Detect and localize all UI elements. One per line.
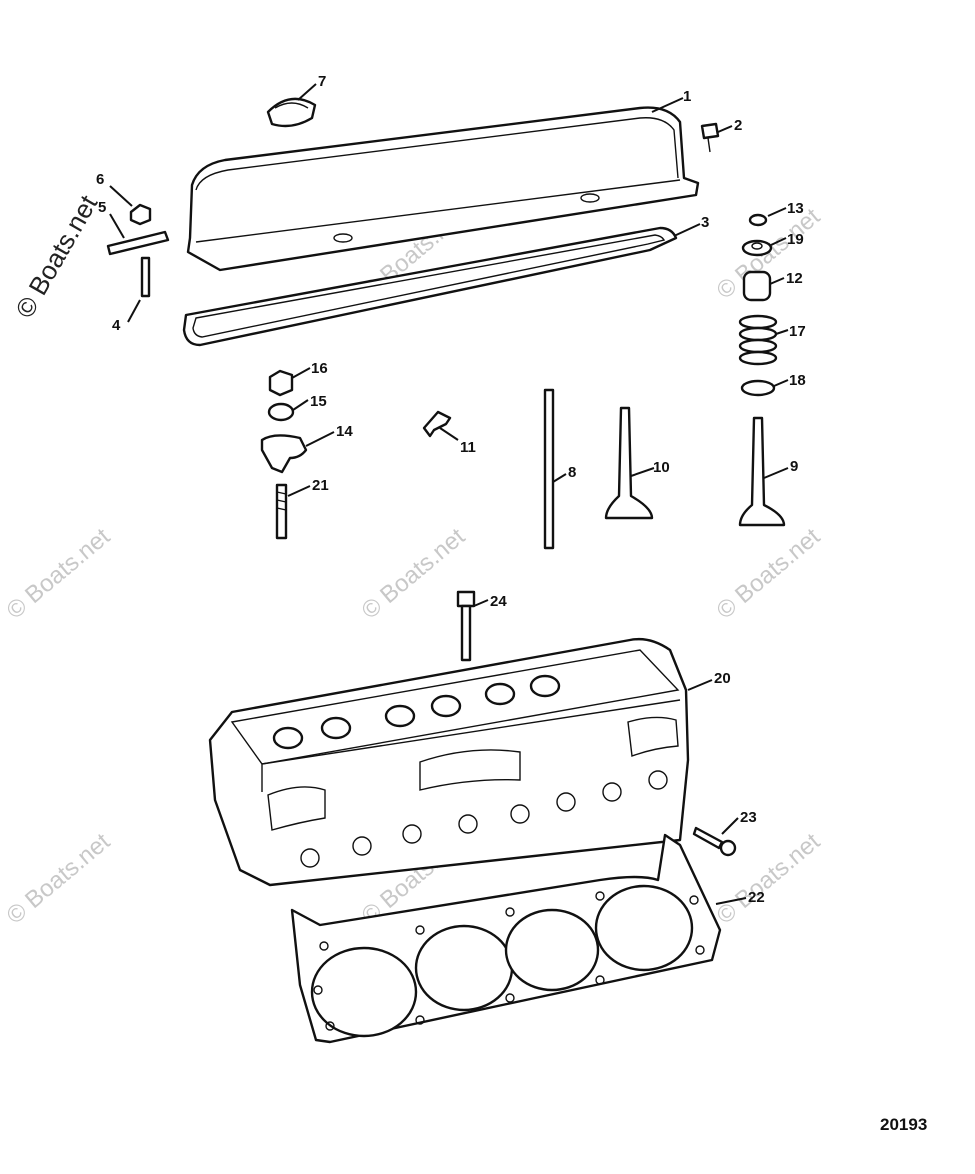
callout-20: 20 [714,670,731,687]
callout-22: 22 [748,889,765,906]
callout-2: 2 [734,117,742,134]
callout-15: 15 [310,393,327,410]
leader-21 [287,485,311,497]
leader-9 [763,467,789,479]
callout-9: 9 [790,458,798,475]
part-7-oil-filler-cap [266,97,317,128]
leader-3 [673,223,701,237]
leader-11 [439,427,459,441]
watermark-side: © Boats.net [9,189,103,323]
leader-1 [651,97,684,113]
callout-23: 23 [740,809,757,826]
watermark-tile: © Boats.net [712,523,826,625]
part-3-valve-cover-gasket [182,226,678,347]
leader-17 [775,329,789,335]
callout-4: 4 [112,317,121,334]
leader-19 [770,237,787,246]
callout-21: 21 [312,477,329,494]
part-22-head-gasket [290,833,722,1044]
part-21-rocker-stud [275,483,288,540]
part-16-rocker-nut [268,369,294,397]
leader-8 [552,473,567,483]
part-11-pushrod-guide [422,410,452,438]
part-8-pushrod [543,388,555,550]
leader-14 [305,431,335,447]
leader-13 [767,207,787,217]
leader-7 [297,83,317,101]
leader-2 [717,125,733,133]
callout-1: 1 [683,88,691,105]
callout-13: 13 [787,200,804,217]
part-6-nut [129,203,152,226]
callout-7: 7 [318,73,326,90]
callout-14: 14 [336,423,353,440]
leader-20 [687,679,713,691]
callout-5: 5 [98,199,106,216]
leader-16 [291,367,311,379]
callout-11: 11 [460,439,476,456]
watermark-tile: © Boats.net [2,828,116,930]
leader-15 [292,399,309,411]
part-17-valve-spring [738,314,778,366]
leader-24 [473,599,489,607]
part-20-cylinder-head [208,637,690,887]
callout-10: 10 [653,459,670,476]
part-13-valve-keepers [748,213,768,227]
callout-16: 16 [311,360,328,377]
leader-10 [630,467,655,477]
part-2-cover-bolt [700,122,720,153]
part-4-stud [140,256,151,298]
part-10-intake-valve [604,406,654,520]
part-18-spring-shim [740,379,776,397]
part-23-bolt [692,826,737,857]
leader-5 [109,213,125,239]
part-14-rocker-arm [260,434,308,474]
watermark-tile: © Boats.net [2,523,116,625]
callout-24: 24 [490,593,507,610]
leader-22 [715,897,747,905]
leader-12 [769,277,785,285]
callout-8: 8 [568,464,576,481]
leader-4 [127,299,141,323]
watermark-tile: © Boats.net [357,523,471,625]
leader-23 [721,817,739,835]
figure-number: 20193 [880,1115,927,1134]
part-1-valve-cover [186,106,700,272]
leader-6 [109,185,133,207]
part-12-valve-seal [742,270,772,302]
leader-18 [773,379,789,387]
callout-19: 19 [787,231,804,248]
part-9-exhaust-valve [738,416,786,527]
part-15-pivot-ball [267,402,295,422]
callout-17: 17 [789,323,806,340]
callout-3: 3 [701,214,709,231]
callout-labels: 1 2 3 4 5 6 7 8 9 10 11 12 13 14 15 16 1… [96,73,806,906]
part-5-bracket [106,230,170,256]
callout-18: 18 [789,372,806,389]
callout-12: 12 [786,270,803,287]
callout-6: 6 [96,171,104,188]
leader-lines [109,83,789,905]
part-24-head-bolt [456,590,476,662]
part-19-spring-retainer [741,239,773,257]
